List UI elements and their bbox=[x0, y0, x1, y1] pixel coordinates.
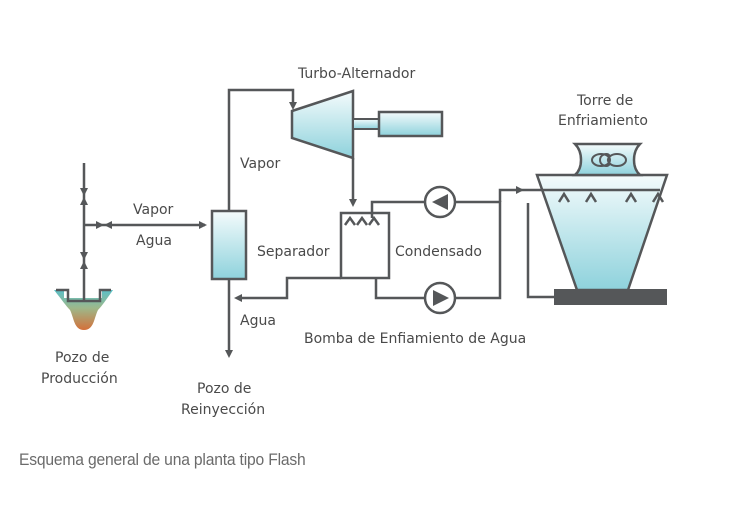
label-vapor-mid: Vapor bbox=[240, 156, 281, 172]
label-agua-left: Agua bbox=[136, 233, 172, 249]
label-pozo-reinyeccion-1: Pozo de bbox=[197, 381, 251, 397]
label-torre-1: Torre de bbox=[576, 93, 633, 109]
figure-caption: Esquema general de una planta tipo Flash bbox=[19, 450, 306, 469]
cooling-tower bbox=[535, 142, 669, 305]
label-agua-bottom: Agua bbox=[240, 313, 276, 329]
label-vapor-left: Vapor bbox=[133, 202, 174, 218]
production-well bbox=[54, 288, 113, 330]
label-pozo-reinyeccion-2: Reinyección bbox=[181, 402, 265, 418]
label-pozo-produccion-1: Pozo de bbox=[55, 350, 109, 366]
label-pozo-produccion-2: Producción bbox=[41, 371, 118, 387]
turbine bbox=[290, 89, 444, 160]
label-bomba: Bomba de Enfiamiento de Agua bbox=[304, 331, 526, 347]
vapor-pipe bbox=[227, 88, 295, 211]
production-pipe bbox=[80, 163, 207, 300]
label-condensado: Condensado bbox=[395, 244, 482, 260]
separator-vessel bbox=[210, 209, 248, 281]
label-torre-2: Enfriamiento bbox=[558, 113, 648, 129]
label-separador: Separador bbox=[257, 244, 330, 260]
condenser bbox=[339, 211, 391, 280]
label-turbo-alternador: Turbo-Alternador bbox=[297, 66, 415, 82]
